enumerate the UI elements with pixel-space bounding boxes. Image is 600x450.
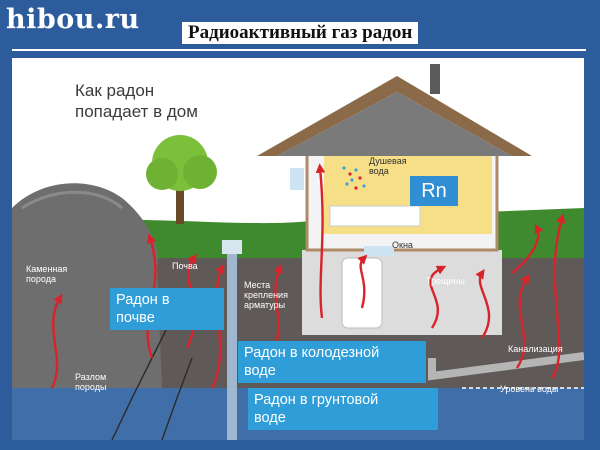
diagram-heading-line: Как радон (75, 81, 155, 100)
rock-mass (12, 183, 162, 388)
radon-arrows (50, 163, 566, 389)
fault-crack (111, 317, 173, 440)
rock-ridge (21, 190, 123, 210)
sewer-pipe (428, 352, 584, 381)
diagram-heading-line: попадает в дом (75, 102, 198, 121)
header-bar: hibou.ru Радиоактивный газ радон (0, 0, 600, 56)
basement-window (364, 246, 394, 256)
label-cracks: Трещины (426, 276, 465, 286)
label-water-level: Уровень воды (500, 384, 559, 394)
label-sewer: Канализация (508, 344, 563, 354)
well-head (222, 240, 242, 254)
label-windows: Окна (392, 240, 413, 250)
diagram-heading: Как радон попадает в дом (75, 80, 198, 122)
radon-arrow (357, 254, 368, 309)
site-logo[interactable]: hibou.ru (6, 4, 140, 35)
diagram-illustration (12, 58, 584, 440)
well-pipe (227, 253, 237, 440)
house-basement (302, 250, 502, 335)
radon-arrow (515, 274, 530, 369)
radon-arrow (50, 293, 63, 389)
tree-trunk (176, 176, 184, 224)
radon-arrow (429, 265, 447, 329)
radon-arrow (550, 213, 566, 379)
window-left (290, 168, 304, 190)
bathtub (329, 205, 421, 227)
title-divider (12, 49, 586, 51)
radon-arrow (315, 163, 326, 319)
tree-crown-left (146, 158, 178, 190)
radon-arrow (475, 269, 491, 339)
label-soil: Почва (172, 261, 198, 271)
shower-spray (342, 166, 366, 190)
radon-arrow (272, 263, 283, 349)
radon-arrow (511, 223, 544, 274)
fault-crack (161, 357, 193, 440)
roof-trim (257, 76, 532, 156)
chimney (430, 64, 440, 94)
tree-crown-right (183, 155, 217, 189)
page-title: Радиоактивный газ радон (182, 22, 419, 44)
radon-symbol-badge: Rn (410, 176, 458, 206)
roof (277, 92, 512, 156)
